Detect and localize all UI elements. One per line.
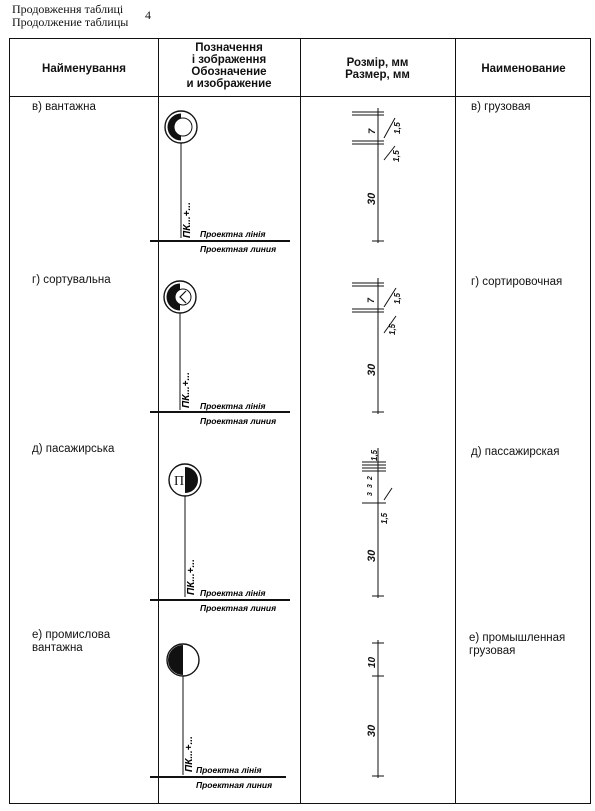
design-line-label-ru: Проектная линия <box>200 603 276 613</box>
station-half-fill <box>166 283 180 311</box>
design-line-label-uk: Проектна лінія <box>200 229 265 239</box>
design-line-label-ru: Проектная линия <box>200 416 276 426</box>
industrial-station-symbol: ПК...+... Проектна лінія Проектная линия <box>150 643 286 790</box>
header-symbol-ru-2: и изображение <box>186 78 272 90</box>
column-divider <box>158 39 159 803</box>
size-label: 1,5 <box>380 512 389 524</box>
size-labels: 1,5 2 3 3 1,5 30 <box>366 449 389 562</box>
size-diagram <box>352 108 396 243</box>
sorting-inner-ring <box>174 288 192 306</box>
size-label: 7 <box>367 128 378 134</box>
header-symbol-uk-1: Позначення <box>195 42 263 54</box>
size-label: 30 <box>366 192 378 205</box>
column-divider <box>300 39 301 803</box>
leader-line <box>383 487 393 501</box>
design-line-label-ru: Проектная линия <box>196 780 272 790</box>
row-name-uk-line-1: е) промислова <box>32 629 111 641</box>
size-label: 1,5 <box>391 150 401 162</box>
header-size: Розмір, мм Размер, мм <box>300 57 455 81</box>
passenger-station-symbol: П ПК...+... Проектна лінія Проектная лин… <box>150 463 290 613</box>
symbols-table: Найменування Позначення і зображення Обо… <box>9 38 591 804</box>
continuation-ru: Продолжение таблицы <box>12 15 129 29</box>
header-size-ru: Размер, мм <box>345 69 410 81</box>
header-symbol-uk-2: і зображення <box>191 54 267 66</box>
station-half-fill <box>185 467 198 493</box>
size-label: 2 <box>367 476 374 481</box>
size-label: 7 <box>366 297 376 303</box>
header-symbol-ru-1: Обозначение <box>191 66 267 78</box>
sorting-arrow-icon <box>179 290 187 304</box>
size-label: 30 <box>366 549 378 562</box>
column-divider <box>455 39 456 803</box>
cargo-station-symbol: ПК...+... Проектна лінія Проектная линия <box>150 110 290 254</box>
row-name-uk: д) пасажирська <box>32 443 115 455</box>
design-line-label-uk: Проектна лінія <box>200 588 265 598</box>
size-diagram <box>372 640 384 778</box>
size-label: 10 <box>367 656 378 668</box>
size-diagram <box>352 278 397 414</box>
size-label: 3 <box>367 492 374 496</box>
row-name-ru-line-2: грузовая <box>469 645 516 657</box>
header-size-uk: Розмір, мм <box>346 57 409 69</box>
cargo-inner-ring <box>173 117 193 137</box>
size-label: 1,5 <box>393 292 402 304</box>
station-half-fill <box>168 645 183 675</box>
size-label: 1,5 <box>388 323 397 335</box>
picket-label: ПК...+... <box>182 202 193 238</box>
row-name-uk-line-2: вантажна <box>32 642 83 654</box>
picket-label: ПК...+... <box>186 559 197 595</box>
header-divider <box>10 96 590 97</box>
size-label: 30 <box>366 363 378 376</box>
design-line-label-uk: Проектна лінія <box>196 765 261 775</box>
row-name-uk: г) сортувальна <box>32 274 111 286</box>
row-name-ru-line-1: е) промышленная <box>469 632 566 644</box>
size-labels: 7 1,5 1,5 30 <box>366 122 402 205</box>
row-name-ru: д) пассажирская <box>471 446 560 458</box>
design-line-label-ru: Проектная линия <box>200 244 276 254</box>
leader-line <box>383 145 396 161</box>
continuation-heading: Продовження таблиці Продолжение таблицы <box>12 3 128 29</box>
size-label: 30 <box>366 724 378 737</box>
size-labels: 7 1,5 1,5 30 <box>366 292 402 376</box>
row-name-ru: в) грузовая <box>471 101 531 113</box>
design-line-label-uk: Проектна лінія <box>200 401 265 411</box>
row-name-uk: е) промислова вантажна <box>32 629 110 655</box>
passenger-letter: П <box>174 474 184 489</box>
size-diagram <box>362 448 393 598</box>
picket-label: ПК...+... <box>181 372 192 408</box>
leader-line <box>383 117 396 139</box>
header-name-uk: Найменування <box>42 63 126 75</box>
size-label: 3 <box>367 484 374 488</box>
leader-line <box>383 315 397 334</box>
picket-label: ПК...+... <box>184 736 195 772</box>
table-number: 4 <box>145 8 151 22</box>
size-labels: 10 30 <box>366 656 378 737</box>
header-symbol: Позначення і зображення Обозначение и из… <box>158 42 300 90</box>
row-name-uk: в) вантажна <box>32 101 96 113</box>
leader-line <box>383 287 397 308</box>
size-label: 1,5 <box>392 122 402 134</box>
sorting-station-symbol: ПК...+... Проектна лінія Проектная линия <box>150 280 290 426</box>
size-label: 1,5 <box>370 449 379 461</box>
continuation-uk: Продовження таблиці <box>12 2 124 16</box>
row-name-ru: г) сортировочная <box>471 276 563 288</box>
row-name-ru: е) промышленная грузовая <box>469 632 565 658</box>
header-name-ru: Наименование <box>481 63 566 75</box>
